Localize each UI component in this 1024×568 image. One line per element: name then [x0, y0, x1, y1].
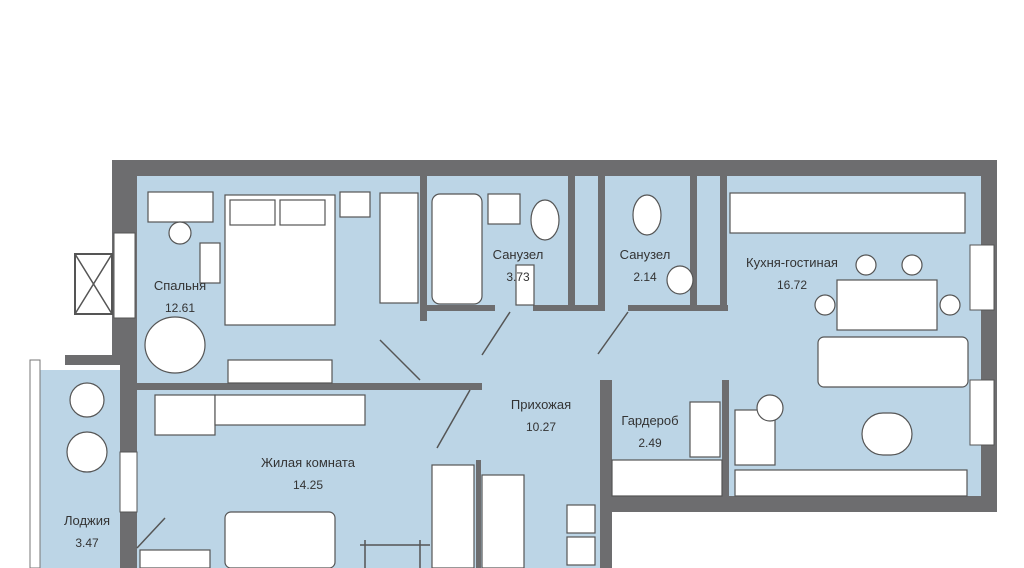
room-name: Жилая комната — [261, 455, 356, 470]
room-area: 10.27 — [526, 420, 556, 434]
room-name: Кухня-гостиная — [746, 255, 838, 270]
desk — [154, 394, 216, 436]
room-label-kitchen-living: Кухня-гостиная 16.72 — [746, 255, 838, 292]
room-name: Прихожая — [511, 397, 571, 412]
room-name: Лоджия — [64, 513, 110, 528]
room-label-hallway: Прихожая 10.27 — [511, 397, 571, 434]
room-area: 2.14 — [633, 270, 657, 284]
bathtub — [431, 193, 483, 305]
desk — [147, 191, 214, 223]
toilet — [632, 194, 662, 236]
room-label-living-room: Жилая комната 14.25 — [261, 455, 356, 492]
armchair — [144, 316, 206, 374]
doors — [136, 311, 629, 549]
room-area: 3.47 — [75, 536, 99, 550]
wardrobe — [431, 464, 475, 568]
windows — [29, 232, 995, 568]
room-area: 16.72 — [777, 278, 807, 292]
coffee-table — [861, 412, 913, 456]
room-name: Спальня — [154, 278, 206, 293]
furniture — [66, 191, 969, 568]
tv-stand — [227, 359, 333, 384]
kitchen-counter — [729, 192, 966, 234]
sink — [487, 193, 521, 225]
room-area: 3.73 — [506, 270, 530, 284]
room-area: 2.49 — [638, 436, 662, 450]
room-label-loggia: Лоджия 3.47 — [64, 513, 110, 550]
tv-stand — [214, 394, 366, 426]
room-name: Гардероб — [621, 413, 678, 428]
room-label-wardrobe: Гардероб 2.49 — [621, 413, 678, 450]
room-label-bathroom-1: Санузел 3.73 — [493, 247, 544, 284]
room-area: 12.61 — [165, 301, 195, 315]
room-label-bathroom-2: Санузел 2.14 — [620, 247, 671, 284]
sink — [666, 265, 694, 295]
dining-table — [836, 279, 938, 331]
sofa — [224, 511, 336, 568]
tv-stand — [734, 469, 968, 497]
wardrobe — [481, 474, 525, 568]
room-label-bedroom: Спальня 12.61 — [154, 278, 206, 315]
room-name: Санузел — [620, 247, 671, 262]
sofa — [817, 336, 969, 388]
room-area: 14.25 — [293, 478, 323, 492]
toilet — [530, 199, 560, 241]
room-name: Санузел — [493, 247, 544, 262]
wardrobe — [379, 192, 419, 304]
